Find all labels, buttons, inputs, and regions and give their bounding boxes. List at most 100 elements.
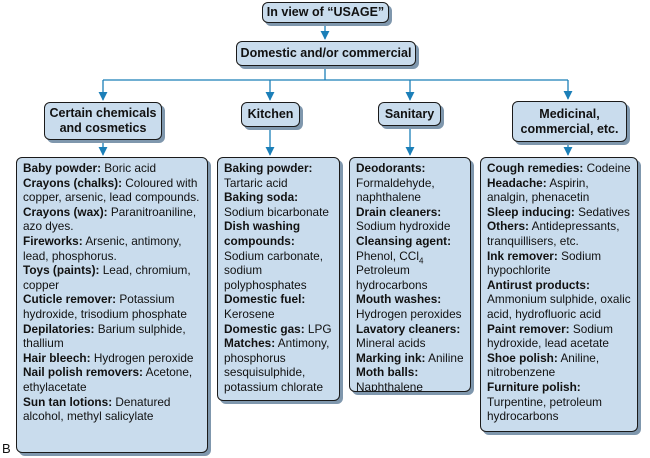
list-entry: Cough remedies: Codeine (487, 161, 633, 176)
entry-value: Boric acid (104, 161, 157, 175)
list-entry: Antirust products: Ammonium sulphide, ox… (487, 278, 633, 322)
list-entry: Domestic fuel: Kerosene (224, 292, 335, 321)
entry-value: Turpentine, petroleum hydrocarbons (487, 394, 602, 424)
domestic-commercial-node: Domestic and/or commercial (236, 41, 416, 66)
list-entry: Crayons (chalks): Coloured with copper, … (23, 176, 203, 205)
list-entry: Paint remover: Sodium hydroxide, lead ac… (487, 322, 633, 351)
entry-label: Dish washing compounds: (224, 219, 301, 248)
entry-label: Crayons (wax): (23, 204, 108, 219)
list-entry: Domestic gas: LPG (224, 322, 335, 337)
entry-value: Aniline (428, 350, 464, 365)
entry-value: Aniline, nitrobenzene (487, 350, 600, 380)
list-entry: Dish washing compounds: Sodium carbonate… (224, 219, 335, 292)
entry-label: Deodorants: (356, 161, 426, 175)
entry-value: Sodium hydroxide, lead acetate (487, 321, 613, 351)
entry-label: Drain cleaners: (356, 204, 442, 219)
category-chemicals-cosmetics: Certain chemicals and cosmetics (44, 102, 162, 140)
entry-value: Kerosene (224, 306, 275, 321)
entry-label: Cuticle remover: (23, 292, 117, 307)
entry-value: Phenol, CCl (356, 248, 419, 263)
list-entry: Hair bleech: Hydrogen peroxide (23, 351, 203, 366)
category-label: Certain chemicals and cosmetics (49, 106, 157, 135)
entry-label: Cleansing agent: (356, 233, 452, 248)
list-entry: Baby powder: Boric acid (23, 161, 203, 176)
entry-value: Antidepressants, tranquillisers, etc. (487, 219, 620, 248)
entry-value: Denatured alcohol, methyl salicylate (23, 394, 171, 424)
panel-label: B (2, 441, 11, 456)
entry-label: Antirust products: (487, 277, 590, 292)
entry-value: Coloured with copper, arsenic, lead comp… (23, 175, 200, 205)
list-entry: Cleansing agent: Phenol, CCl4 Petroleum … (356, 234, 466, 292)
list-entry: Deodorants: Formaldehyde, naphthalene (356, 161, 466, 205)
entry-label: Crayons (chalks): (23, 175, 122, 190)
entry-value: Naphthalene (356, 379, 423, 392)
entry-label: Sun tan lotions: (23, 394, 113, 409)
entry-value: Codeine (586, 161, 631, 175)
list-entry: Headache: Aspirin, analgin, phenacetin (487, 176, 633, 205)
list-entry: Moth balls: Naphthalene (356, 365, 466, 392)
entry-label: Baking soda: (224, 190, 299, 205)
entry-label: Matches: (224, 336, 276, 351)
entry-value: Sedatives (578, 204, 630, 219)
root-node: In view of “USAGE” (262, 2, 389, 23)
list-entry: Shoe polish: Aniline, nitrobenzene (487, 351, 633, 380)
list-entry: Matches: Antimony, phosphorus sesquisulp… (224, 336, 335, 394)
entry-label: Baking powder: (224, 161, 313, 175)
category-kitchen: Kitchen (241, 102, 300, 127)
entry-label: Sleep inducing: (487, 204, 575, 219)
entry-label: Ink remover: (487, 248, 558, 263)
entry-value: Hydrogen peroxides (356, 306, 462, 321)
list-entry: Sun tan lotions: Denatured alcohol, meth… (23, 395, 203, 424)
list-entry: Lavatory cleaners: Mineral acids (356, 322, 466, 351)
list-entry: Cuticle remover: Potassium hydroxide, tr… (23, 292, 203, 321)
entry-value: Sodium carbonate, sodium polyphosphates (224, 248, 324, 292)
entry-value: LPG (307, 321, 332, 336)
list-entry: Nail polish removers: Acetone, ethylacet… (23, 365, 203, 394)
entry-label: Hair bleech: (23, 350, 91, 365)
list-entry: Furniture polish: Turpentine, petroleum … (487, 380, 633, 424)
entry-value: Aspirin, analgin, phenacetin (487, 175, 590, 205)
entry-label: Mouth washes: (356, 292, 442, 307)
list-entry: Ink remover: Sodium hypochlorite (487, 249, 633, 278)
entry-value: Antimony, phosphorus sesquisulphide, pot… (224, 336, 330, 394)
entry-value: Lead, chromium, copper (23, 263, 191, 292)
entry-value: Acetone, ethylacetate (23, 365, 193, 394)
entry-label: Baby powder: (23, 161, 101, 175)
root-node-label: In view of “USAGE” (266, 5, 385, 19)
category-medicinal-commercial: Medicinal, commercial, etc. (512, 101, 627, 142)
list-entry: Marking ink: Aniline (356, 351, 466, 366)
entry-label: Marking ink: (356, 350, 426, 365)
entry-value: Potassium hydroxide, trisodium phosphate (23, 292, 187, 321)
entry-label: Others: (487, 219, 529, 234)
list-entry: Mouth washes: Hydrogen peroxides (356, 292, 466, 321)
entry-label: Lavatory cleaners: (356, 321, 461, 336)
entry-label: Toys (paints): (23, 263, 100, 278)
entry-label: Headache: (487, 175, 547, 190)
entry-value: Mineral acids (356, 336, 426, 351)
entry-value: Paranitroaniline, azo dyes. (23, 204, 197, 234)
entry-value: Tartaric acid (224, 175, 288, 190)
list-entry: Depilatories: Barium sulphide, thallium (23, 322, 203, 351)
entry-label: Fireworks: (23, 233, 83, 248)
category-label: Sanitary (384, 106, 435, 121)
entry-label: Domestic gas: (224, 321, 305, 336)
entry-label: Domestic fuel: (224, 292, 306, 307)
list-entry: Baking powder: Tartaric acid (224, 161, 335, 190)
entry-value: Formaldehyde, naphthalene (356, 175, 435, 205)
entry-label: Depilatories: (23, 321, 95, 336)
entry-value: Barium sulphide, thallium (23, 321, 186, 351)
list-entry: Drain cleaners: Sodium hydroxide (356, 205, 466, 234)
domestic-commercial-label: Domestic and/or commercial (240, 46, 412, 60)
list-entry: Baking soda: Sodium bicarbonate (224, 190, 335, 219)
category-label: Kitchen (247, 107, 294, 121)
entry-value: Sodium hypochlorite (487, 248, 602, 278)
entry-value: Sodium hydroxide (356, 219, 451, 234)
list-entry: Fireworks: Arsenic, antimony, lead, phos… (23, 234, 203, 263)
entry-label: Moth balls: (356, 365, 419, 380)
entry-label: Furniture polish: (487, 379, 581, 394)
